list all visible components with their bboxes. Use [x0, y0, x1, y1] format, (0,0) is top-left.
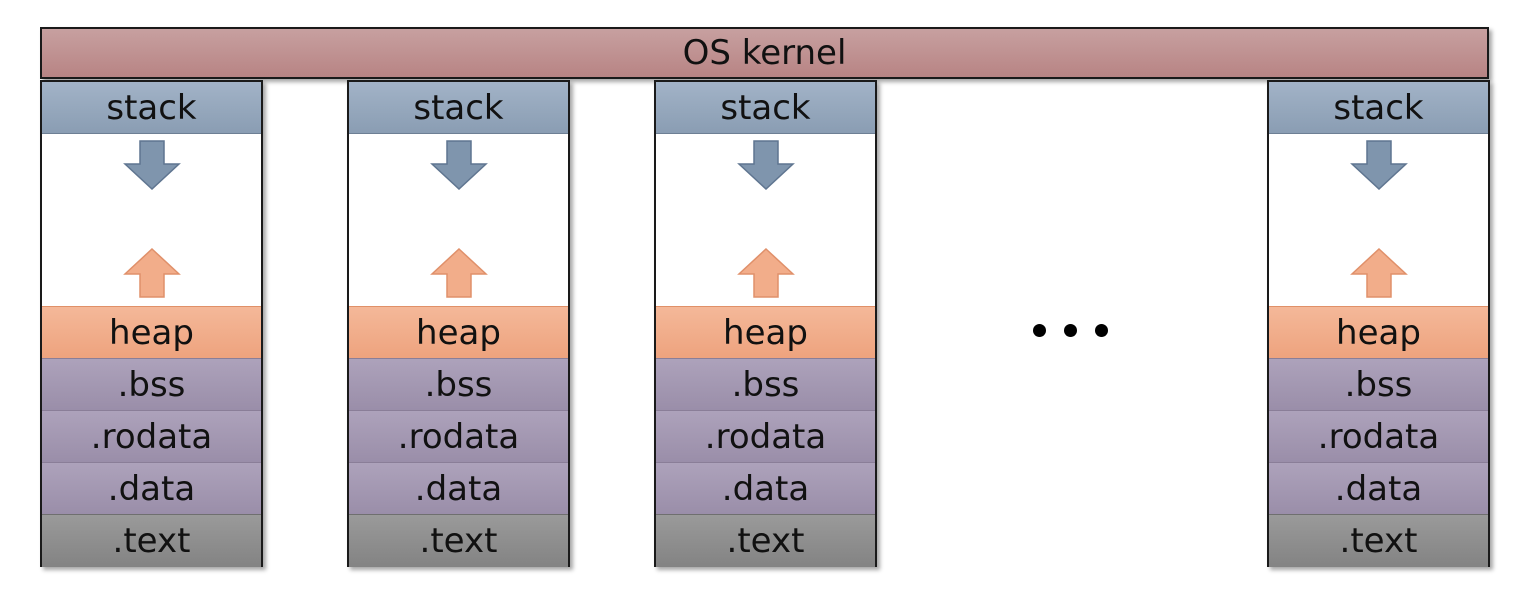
heap-segment: heap [656, 306, 875, 358]
heap-growth-arrow-up-icon [122, 248, 181, 298]
bss-segment: .bss [42, 358, 261, 410]
bss-segment: .bss [1269, 358, 1488, 410]
stack-growth-arrow-down-icon [429, 140, 488, 190]
rodata-segment: .rodata [656, 410, 875, 462]
data-segment: .data [349, 462, 568, 514]
stack-segment: stack [1269, 82, 1488, 134]
rodata-segment: .rodata [42, 410, 261, 462]
process-memory-layout: stack heap .bss .rodata .data .text [347, 80, 570, 567]
ellipsis-dot [1063, 323, 1077, 337]
stack-growth-arrow-down-icon [1349, 140, 1408, 190]
process-memory-layout: stack heap .bss .rodata .data .text [654, 80, 877, 567]
heap-growth-arrow-up-icon [736, 248, 795, 298]
rodata-segment: .rodata [349, 410, 568, 462]
data-segment: .data [1269, 462, 1488, 514]
ellipsis-dot [1094, 323, 1108, 337]
rodata-segment: .rodata [1269, 410, 1488, 462]
stack-growth-arrow-down-icon [736, 140, 795, 190]
process-memory-layout: stack heap .bss .rodata .data .text [40, 80, 263, 567]
process-memory-layout: stack heap .bss .rodata .data .text [1267, 80, 1490, 567]
heap-segment: heap [1269, 306, 1488, 358]
text-segment: .text [656, 514, 875, 567]
stack-growth-arrow-down-icon [122, 140, 181, 190]
heap-growth-arrow-up-icon [1349, 248, 1408, 298]
stack-segment: stack [42, 82, 261, 134]
more-processes-ellipsis-icon [1020, 300, 1120, 360]
heap-growth-arrow-up-icon [429, 248, 488, 298]
text-segment: .text [349, 514, 568, 567]
data-segment: .data [42, 462, 261, 514]
text-segment: .text [1269, 514, 1488, 567]
os-kernel-label: OS kernel [682, 33, 847, 73]
bss-segment: .bss [349, 358, 568, 410]
text-segment: .text [42, 514, 261, 567]
heap-segment: heap [349, 306, 568, 358]
heap-segment: heap [42, 306, 261, 358]
os-kernel-block: OS kernel [40, 27, 1489, 79]
bss-segment: .bss [656, 358, 875, 410]
stack-segment: stack [656, 82, 875, 134]
data-segment: .data [656, 462, 875, 514]
stack-segment: stack [349, 82, 568, 134]
ellipsis-dot [1032, 323, 1046, 337]
